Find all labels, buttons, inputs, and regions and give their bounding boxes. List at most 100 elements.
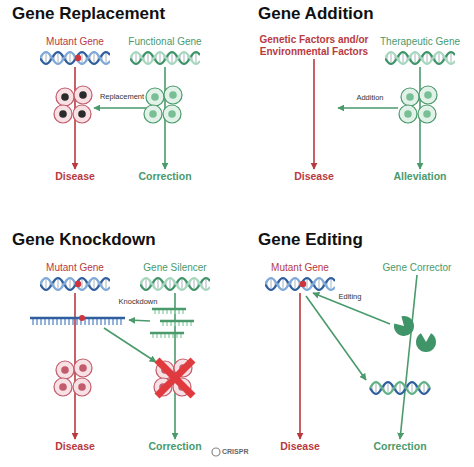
gene-node: Gene Silencer (130, 262, 220, 292)
rna-backbone (152, 308, 186, 311)
outcome-node: Disease (40, 170, 110, 183)
gene-node: Mutant Gene (30, 262, 120, 292)
dna-strand (140, 278, 210, 290)
cell (74, 359, 92, 377)
gene-node: Mutant Gene (255, 262, 345, 292)
dna-strand (130, 52, 200, 64)
outcome-node: Disease (265, 440, 335, 453)
dna-rung (170, 278, 171, 290)
dna-strand (370, 382, 430, 394)
annotation-label: Replacement (82, 92, 162, 101)
dna-strand (130, 52, 200, 64)
cell-cluster (399, 86, 437, 123)
outcome-node: Disease (279, 170, 349, 183)
outcome-node: Correction (130, 170, 200, 183)
dna-rung (307, 278, 308, 290)
dna-rung (412, 382, 413, 394)
node-text: Correction (365, 440, 435, 453)
dna-rung (206, 278, 207, 290)
dna-rung (424, 382, 425, 394)
cell-nucleus (61, 93, 69, 101)
dna-rung (58, 278, 59, 290)
dna-rung (136, 52, 137, 64)
cell-nucleus (61, 366, 69, 374)
dna-rung (160, 52, 161, 64)
panel-title: Gene Editing (258, 230, 363, 250)
dna-strand (265, 278, 335, 290)
mutation-dot (75, 281, 81, 287)
editor-enzyme (416, 333, 436, 352)
node-text: Correction (130, 170, 200, 183)
rna-backbone (30, 317, 125, 320)
cell (56, 361, 74, 379)
editor-enzyme (394, 316, 414, 336)
dna-strand (40, 52, 110, 64)
outcome-node: Correction (140, 440, 210, 453)
cause-node: Genetic Factors and/or Environmental Fac… (255, 34, 373, 58)
cell (56, 88, 74, 106)
cell (399, 105, 417, 123)
dna-rung (106, 278, 107, 290)
node-text: Disease (279, 170, 349, 183)
process-arrow (306, 296, 366, 380)
node-text: Therapeutic Gene (375, 36, 465, 48)
process-arrow (338, 107, 398, 109)
dna-strand (370, 382, 430, 394)
dna-strand (40, 278, 110, 290)
cross-mark (157, 360, 193, 396)
gene-node: Gene Corrector (372, 262, 462, 274)
dna-rung (388, 382, 389, 394)
gene-node: Mutant Gene (30, 36, 120, 66)
node-text: Disease (40, 170, 110, 183)
cell-nucleus (78, 383, 86, 391)
dna-rung (319, 278, 320, 290)
dna-helix (385, 50, 455, 66)
node-text: Alleviation (385, 170, 455, 183)
outcome-node: Alleviation (385, 170, 455, 183)
process-arrow (94, 107, 146, 109)
connector-arrow (299, 293, 301, 439)
cell-nucleus (406, 93, 414, 101)
cell (163, 105, 181, 123)
cell-nucleus (79, 364, 87, 372)
node-text: Functional Gene (120, 36, 210, 48)
cell-nucleus (79, 91, 87, 99)
dna-strand (40, 52, 110, 64)
panel-title: Gene Addition (258, 4, 374, 24)
watermark-logo (212, 448, 220, 456)
dna-rung (82, 278, 83, 290)
cell (144, 105, 162, 123)
node-text: Gene Silencer (130, 262, 220, 274)
mutation-dot (300, 281, 306, 287)
rna-backbone (160, 320, 194, 323)
connector-arrow (400, 275, 417, 439)
cell-cluster (54, 359, 92, 396)
cell-cluster (54, 86, 92, 123)
cell-cluster (154, 359, 192, 396)
outcome-node: Correction (365, 440, 435, 453)
cell-nucleus (169, 91, 177, 99)
dna-rung (451, 52, 452, 64)
dna-rung (427, 52, 428, 64)
cell-nucleus (151, 93, 159, 101)
cell-nucleus (59, 110, 67, 118)
cell (54, 378, 72, 396)
dna-rung (94, 278, 95, 290)
panel-title: Gene Knockdown (12, 230, 156, 250)
dna-rung (295, 278, 296, 290)
node-text: Mutant Gene (255, 262, 345, 274)
cell (418, 105, 436, 123)
process-arrow (129, 320, 150, 321)
dna-rung (403, 52, 404, 64)
node-text: Gene Corrector (372, 262, 462, 274)
outcome-node: Disease (40, 440, 110, 453)
dna-rung (172, 52, 173, 64)
annotation-label: Knockdown (98, 297, 178, 306)
dna-rung (184, 52, 185, 64)
connector-arrow (313, 59, 315, 169)
annotation-label: CRISPR (222, 448, 248, 456)
dna-rung (148, 52, 149, 64)
node-text: Correction (140, 440, 210, 453)
dna-strand (140, 278, 210, 290)
